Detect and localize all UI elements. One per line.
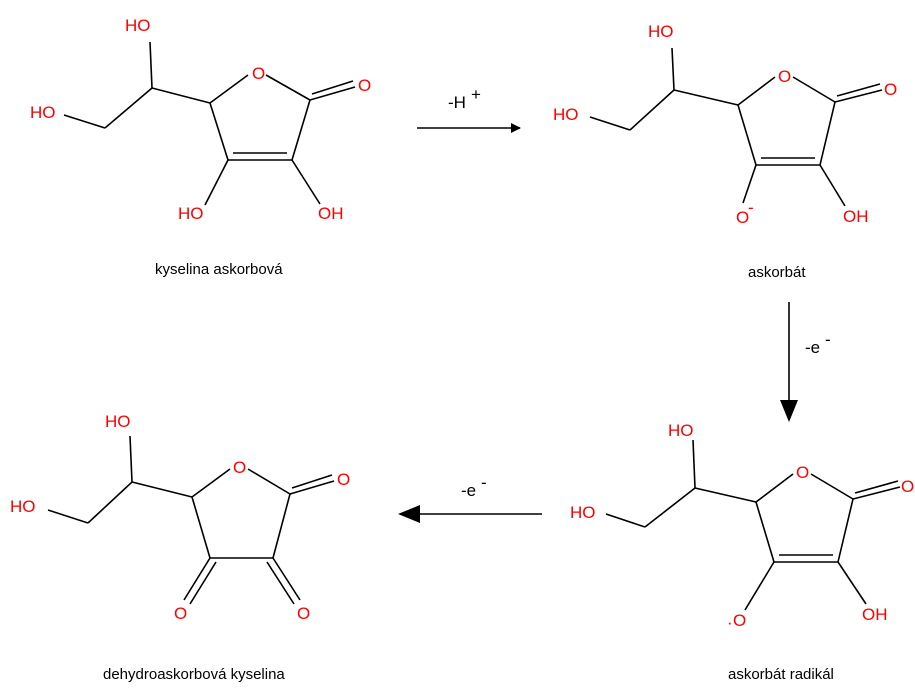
atom-ho-top: HO: [648, 22, 674, 41]
atom-ho-top: HO: [125, 16, 151, 35]
atom-anion-charge: -: [748, 198, 754, 217]
molecule-ascorbate-radical: [605, 439, 901, 611]
atom-ho-top: HO: [668, 421, 694, 440]
arrow-step3-label: -e -: [461, 473, 487, 500]
svg-text:-: -: [825, 330, 831, 349]
atom-o-anion: O: [736, 208, 749, 227]
svg-text:-H: -H: [448, 93, 466, 112]
molecule-ascorbate: [589, 47, 883, 207]
atom-ho-left: HO: [30, 103, 56, 122]
atom-labels-ascorbate: HO HO O O O - OH: [553, 22, 897, 227]
caption-ascorbate: askorbát: [748, 264, 806, 281]
atom-ho-left: HO: [570, 503, 596, 522]
arrow-step2-label: -e -: [805, 330, 831, 357]
atom-o-ring: O: [796, 463, 809, 482]
atom-oh-bottom-right: OH: [862, 605, 888, 624]
atom-ho-bottom-left: HO: [178, 204, 204, 223]
atom-ho-left: HO: [553, 105, 579, 124]
svg-text:-e: -e: [461, 481, 476, 500]
atom-o-keto-right: O: [297, 604, 310, 623]
atom-o-ring: O: [778, 67, 791, 86]
atom-o-carbonyl: O: [337, 470, 350, 489]
atom-oh-bottom-right: OH: [318, 204, 344, 223]
atom-o-carbonyl: O: [358, 76, 371, 95]
svg-text:+: +: [471, 85, 481, 104]
atom-oh-bottom-right: OH: [843, 207, 869, 226]
atom-labels-ascorbic-acid: HO HO O O HO OH: [30, 16, 371, 223]
atom-labels-ascorbate-radical: HO HO O O · O OH: [570, 421, 914, 632]
svg-text:-: -: [481, 473, 487, 492]
atom-o-ring: O: [252, 64, 265, 83]
caption-ascorbate-radical: askorbát radikál: [728, 666, 834, 683]
atom-o-radical: O: [733, 611, 746, 630]
caption-ascorbic-acid: kyselina askorbová: [155, 261, 283, 278]
atom-radical-dot: ·: [727, 613, 733, 632]
atom-labels-dehydroascorbic-acid: HO HO O O O O: [10, 412, 350, 623]
atom-o-carbonyl: O: [901, 477, 914, 496]
atom-ho-top: HO: [105, 412, 131, 431]
molecule-ascorbic-acid: [63, 41, 356, 206]
atom-o-carbonyl: O: [884, 80, 897, 99]
atom-o-ring: O: [233, 458, 246, 477]
molecule-dehydroascorbic-acid: [47, 435, 335, 605]
atom-ho-left: HO: [10, 497, 36, 516]
atom-o-keto-left: O: [174, 604, 187, 623]
arrow-step1-label: -H +: [448, 85, 481, 112]
svg-text:-e: -e: [805, 338, 820, 357]
caption-dehydroascorbic-acid: dehydroaskorbová kyselina: [103, 666, 285, 683]
